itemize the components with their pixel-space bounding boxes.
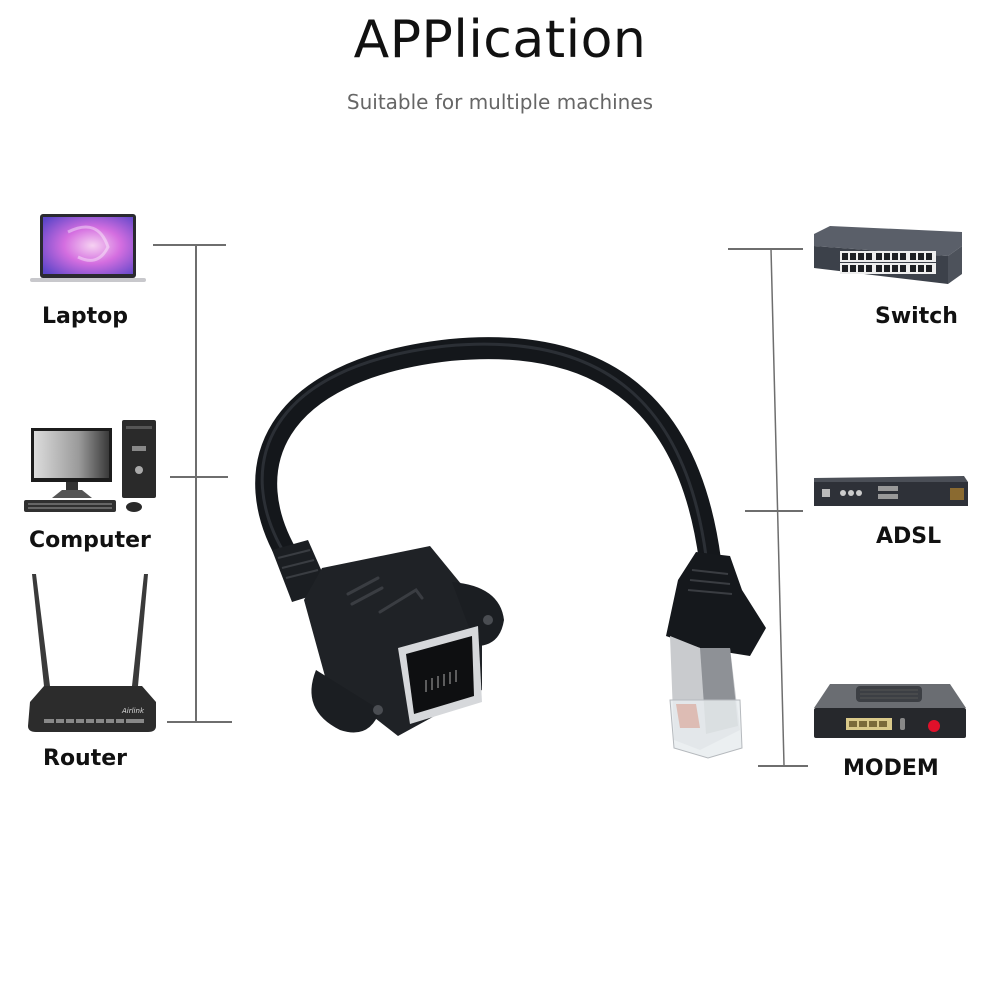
- right-bracket-vertical: [770, 248, 785, 766]
- router-device: Airlink: [24, 572, 164, 746]
- adsl-device: [810, 472, 970, 514]
- laptop-device: [28, 212, 148, 292]
- left-bracket-middle: [170, 476, 228, 478]
- page-subtitle: Suitable for multiple machines: [346, 90, 654, 114]
- ethernet-cable-icon: [255, 337, 766, 759]
- desktop-computer-icon: [24, 420, 156, 512]
- computer-label: Computer: [29, 528, 151, 553]
- wifi-router-icon: Airlink: [28, 574, 156, 732]
- left-bracket-vertical: [195, 245, 197, 722]
- right-bracket-bottom: [758, 765, 808, 767]
- modem-label: MODEM: [843, 756, 939, 781]
- product-cable: [230, 330, 770, 774]
- adsl-label: ADSL: [876, 524, 942, 549]
- adsl-device-icon: [814, 476, 968, 506]
- left-bracket-bottom: [167, 721, 232, 723]
- left-bracket-top: [153, 244, 226, 246]
- modem-device: [810, 680, 970, 748]
- svg-text:Airlink: Airlink: [121, 707, 145, 715]
- right-bracket-top: [728, 248, 803, 250]
- right-bracket-middle: [745, 510, 803, 512]
- laptop-label: Laptop: [42, 304, 128, 329]
- switch-label: Switch: [875, 304, 958, 329]
- modem-icon: [814, 684, 966, 738]
- switch-device: [810, 224, 966, 294]
- page-title: APPlication: [353, 10, 647, 70]
- router-label: Router: [43, 746, 128, 771]
- network-switch-icon: [814, 226, 962, 284]
- laptop-icon: [30, 214, 146, 282]
- computer-device: [22, 418, 162, 520]
